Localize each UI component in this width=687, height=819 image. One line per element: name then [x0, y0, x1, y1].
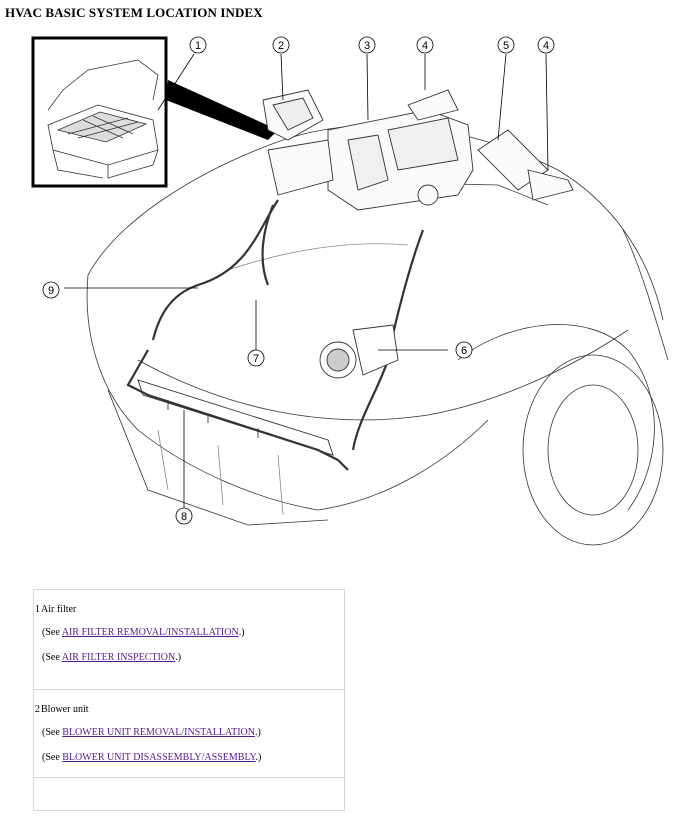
condenser: [137, 379, 334, 456]
compressor: [319, 324, 399, 379]
callout-4b: 4: [537, 36, 555, 54]
svg-text:7: 7: [253, 353, 259, 365]
callout-8: 8: [175, 507, 193, 525]
air-filter-removal-link[interactable]: AIR FILTER REMOVAL/INSTALLATION: [61, 627, 239, 638]
callout-3: 3: [358, 36, 376, 54]
svg-text:5: 5: [503, 40, 509, 52]
reference-line: (See BLOWER UNIT REMOVAL/INSTALLATION.): [42, 727, 261, 738]
page-title: HVAC BASIC SYSTEM LOCATION INDEX: [5, 5, 263, 20]
reference-line: (See BLOWER UNIT DISASSEMBLY/ASSEMBLY.): [42, 752, 262, 763]
table-row: 1 Air filter (See AIR FILTER REMOVAL/INS…: [33, 589, 345, 690]
hvac-location-diagram: 1 2 3 4 5 4 6 7 8 9: [31, 36, 669, 546]
item-cell: Air filter (See AIR FILTER REMOVAL/INSTA…: [40, 589, 345, 690]
air-filter-inset: [31, 36, 278, 188]
svg-text:3: 3: [364, 40, 370, 52]
item-cell: [40, 777, 345, 811]
callout-1: 1: [189, 36, 207, 54]
svg-text:8: 8: [181, 511, 187, 523]
item-number: [33, 777, 40, 811]
blower-unit-disassembly-link[interactable]: BLOWER UNIT DISASSEMBLY/ASSEMBLY: [62, 752, 256, 763]
table-row: [33, 777, 345, 811]
callout-4: 4: [416, 36, 434, 54]
air-filter-inspection-link[interactable]: AIR FILTER INSPECTION: [61, 652, 176, 663]
svg-text:2: 2: [278, 40, 284, 52]
blower-unit-removal-link[interactable]: BLOWER UNIT REMOVAL/INSTALLATION: [62, 727, 255, 738]
callout-5: 5: [497, 36, 515, 54]
svg-text:9: 9: [48, 285, 54, 297]
reference-line: (See AIR FILTER INSPECTION.): [42, 652, 182, 663]
callout-9: 9: [42, 281, 60, 299]
svg-text:4: 4: [422, 40, 428, 52]
item-name: Air filter: [41, 604, 77, 615]
callout-7: 7: [247, 349, 265, 367]
svg-text:1: 1: [195, 40, 201, 52]
callout-6: 6: [455, 341, 473, 359]
svg-text:6: 6: [461, 345, 467, 357]
location-index-table: 1 Air filter (See AIR FILTER REMOVAL/INS…: [33, 589, 345, 811]
item-cell: Blower unit (See BLOWER UNIT REMOVAL/INS…: [40, 689, 345, 778]
callout-2: 2: [272, 36, 290, 54]
item-name: Blower unit: [41, 704, 89, 715]
hvac-unit: [262, 89, 574, 211]
reference-line: (See AIR FILTER REMOVAL/INSTALLATION.): [42, 627, 245, 638]
svg-text:4: 4: [543, 40, 549, 52]
table-row: 2 Blower unit (See BLOWER UNIT REMOVAL/I…: [33, 689, 345, 778]
